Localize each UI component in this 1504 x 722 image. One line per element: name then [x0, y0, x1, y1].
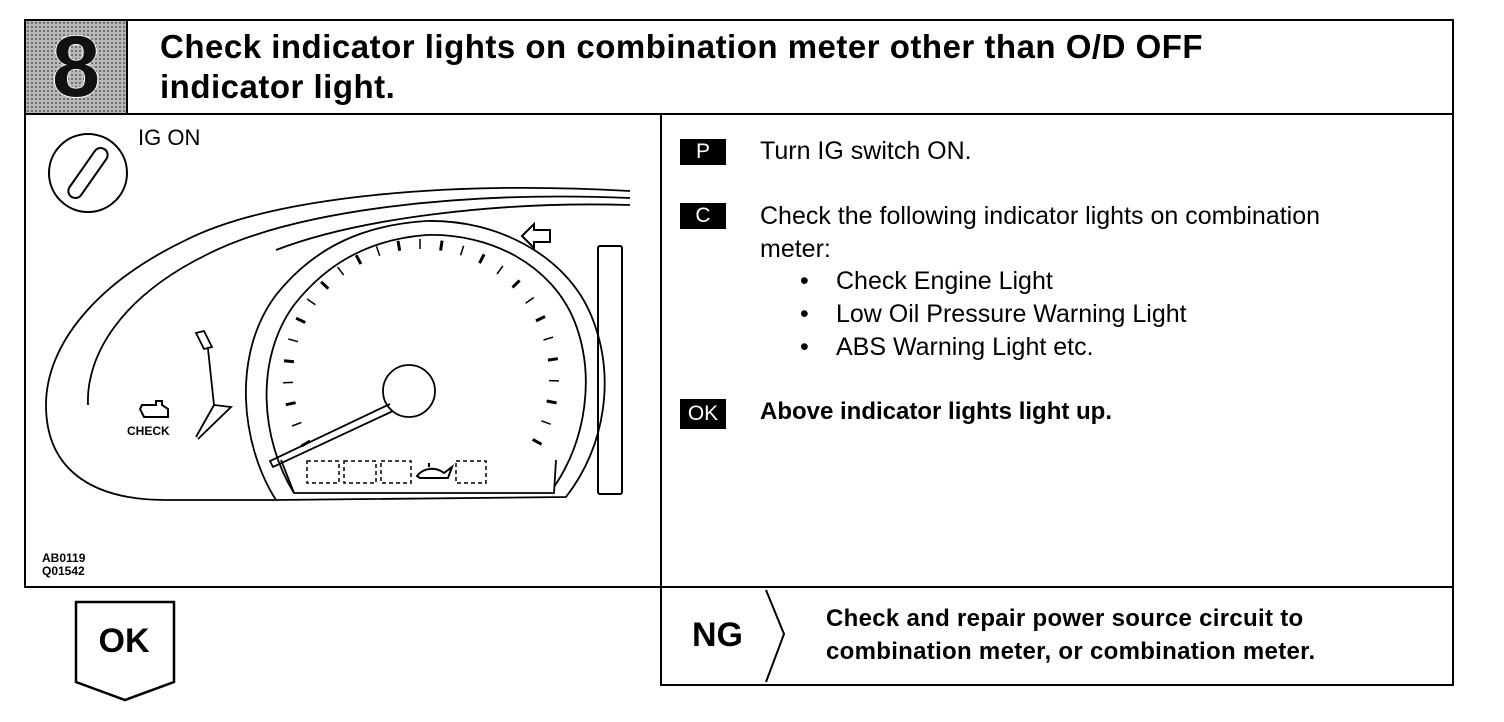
speedometer-tick [478, 253, 486, 264]
turn-signal-arrow-icon [520, 221, 551, 251]
check-engine-icon [138, 400, 169, 418]
speedometer-tick [291, 421, 302, 427]
speedometer-tick [375, 246, 381, 257]
ng-text-line-2: combination meter, or combination meter. [826, 638, 1316, 665]
ok-next-button[interactable] [74, 600, 178, 704]
indicator-lights-row [306, 460, 487, 484]
speedometer-tick [546, 399, 557, 405]
figure-code-2: Q01542 [42, 564, 85, 578]
ng-label: NG [692, 616, 743, 654]
meter-needle [194, 329, 233, 440]
ng-text-line-1: Check and repair power source circuit to [826, 605, 1304, 632]
step-header: 8 Check indicator lights on combination … [24, 19, 1454, 115]
procedure-ok-text: Above indicator lights light up. [760, 398, 1112, 425]
illustration-panel: IG ON [24, 113, 662, 588]
ng-chevron-icon [765, 589, 786, 683]
speedometer-tick [288, 338, 299, 343]
list-item: ABS Warning Light etc. [800, 331, 1187, 364]
procedure-ok-label: OK [680, 399, 726, 429]
speedometer-tick [543, 336, 554, 341]
step-number-box [26, 21, 128, 113]
step-title-line-2: indicator light. [160, 68, 396, 105]
meter-housing [45, 187, 631, 501]
ok-button-label: OK [98, 622, 150, 660]
step-title: Check indicator lights on combination me… [160, 27, 1440, 107]
figure-codes: AB0119 Q01542 [42, 552, 85, 578]
step-number: 8 [52, 18, 100, 115]
procedure-c-text: Check the following indicator lights on … [760, 200, 1320, 266]
procedure-c-label: C [680, 203, 726, 229]
procedure-c-text-line-1: Check the following indicator lights on … [760, 202, 1321, 230]
speedometer-gauge [245, 220, 606, 501]
procedure-p-label: P [680, 139, 726, 165]
speedometer-tick [525, 296, 535, 304]
ig-on-label: IG ON [138, 125, 200, 150]
procedure-p-text: Turn IG switch ON. [760, 137, 972, 165]
speedometer-tick [531, 438, 543, 446]
speedometer-tick [511, 279, 521, 289]
ng-text: Check and repair power source circuit to… [826, 602, 1315, 668]
speedometer-tick [283, 359, 295, 364]
speedometer-tick [439, 240, 444, 251]
combination-meter-illustration: IG ON [45, 125, 631, 501]
procedure-c-text-line-2: meter: [760, 235, 831, 263]
speedometer-tick [547, 357, 559, 362]
oil-pressure-icon [415, 463, 455, 479]
list-item: Low Oil Pressure Warning Light [800, 298, 1187, 331]
list-item: Check Engine Light [800, 265, 1187, 298]
speedometer-tick [320, 280, 330, 290]
figure-code-1: AB0119 [42, 551, 86, 565]
speedometer-tick [285, 401, 296, 407]
check-label: CHECK [127, 424, 170, 438]
fuel-gauge-bar [597, 245, 623, 495]
speedometer-tick [459, 245, 465, 256]
speedometer-tick [496, 265, 504, 275]
ng-result-box[interactable]: NG Check and repair power source circuit… [660, 586, 1454, 686]
speedometer-tick [354, 254, 363, 265]
step-title-line-1: Check indicator lights on combination me… [160, 28, 1204, 65]
speedometer-tick [541, 420, 551, 425]
speedometer-tick [306, 298, 316, 306]
indicator-light-list: Check Engine Light Low Oil Pressure Warn… [800, 265, 1187, 364]
speedometer-tick [337, 266, 345, 276]
speedometer-tick [396, 240, 402, 252]
procedure-panel: P Turn IG switch ON. C Check the followi… [660, 113, 1454, 588]
ignition-key-icon [48, 133, 128, 213]
speedometer-tick [535, 315, 546, 323]
speedometer-tick [295, 316, 306, 324]
